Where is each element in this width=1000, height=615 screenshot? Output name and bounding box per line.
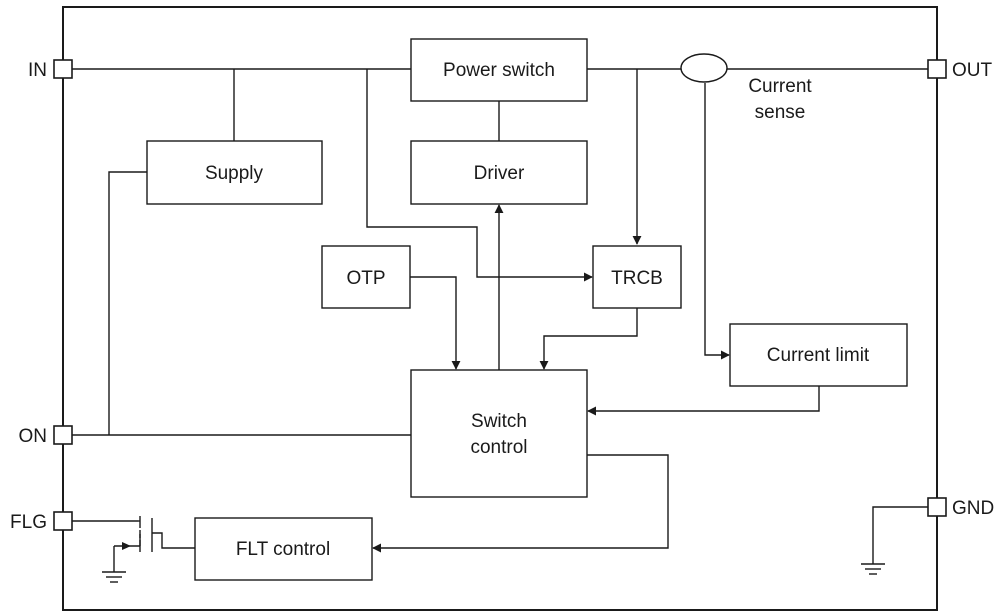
ground-icon-gnd xyxy=(861,563,885,575)
chip-outline xyxy=(62,6,938,611)
current-sense-icon xyxy=(680,53,728,83)
pin-gnd-label: GND xyxy=(952,498,994,519)
pin-out-label: OUT xyxy=(952,60,993,81)
pin-out xyxy=(927,59,947,79)
wire-in-to-trcb xyxy=(366,69,593,282)
pin-flg-label: FLG xyxy=(10,512,47,533)
wire-control-to-flt xyxy=(372,454,669,553)
wire-on-to-supply xyxy=(108,171,147,435)
current-sense-label-line2: sense xyxy=(755,102,806,123)
switch-control-label-line1: Switch xyxy=(471,411,527,432)
switch-control-label-line2: control xyxy=(470,437,527,458)
flt-control-block: FLT control xyxy=(194,517,373,581)
trcb-label: TRCB xyxy=(611,268,663,289)
power-switch-label: Power switch xyxy=(443,60,555,81)
ground-icon xyxy=(102,571,126,583)
otp-block: OTP xyxy=(321,245,411,309)
wire-sense-to-current-limit xyxy=(704,83,730,360)
trcb-block: TRCB xyxy=(592,245,682,309)
supply-label: Supply xyxy=(205,163,264,184)
pin-on xyxy=(53,425,73,445)
current-limit-block: Current limit xyxy=(729,323,908,387)
open-drain-transistor-icon xyxy=(113,516,153,572)
driver-block: Driver xyxy=(410,140,588,205)
pin-in xyxy=(53,59,73,79)
driver-label: Driver xyxy=(474,163,525,184)
current-limit-label: Current limit xyxy=(767,345,870,366)
wire-otp-to-control xyxy=(410,276,461,370)
pin-flg xyxy=(53,511,73,531)
switch-control-block: Switch control xyxy=(410,369,588,498)
current-sense-label-line1: Current xyxy=(748,76,812,97)
wire-flt-to-gate xyxy=(152,532,195,549)
supply-block: Supply xyxy=(146,140,323,205)
wire-gnd xyxy=(872,506,937,564)
wire-limit-to-control xyxy=(587,386,820,416)
wire-trcb-to-control xyxy=(539,308,638,370)
pin-in-label: IN xyxy=(28,60,47,81)
pin-gnd xyxy=(927,497,947,517)
pin-on-label: ON xyxy=(19,426,48,447)
otp-label: OTP xyxy=(346,268,385,289)
flt-control-label: FLT control xyxy=(236,539,330,560)
power-switch-block: Power switch xyxy=(410,38,588,102)
